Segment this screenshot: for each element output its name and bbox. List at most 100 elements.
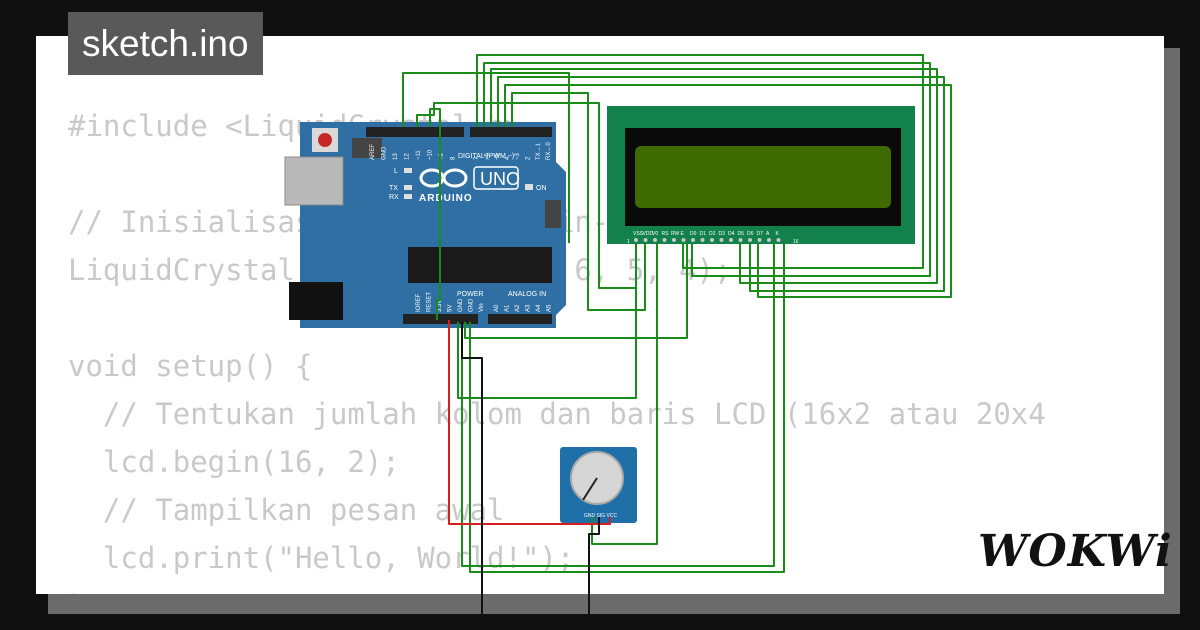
- lcd-pin-label: VSS: [633, 231, 644, 237]
- lcd-pin: [672, 238, 676, 242]
- wire: [504, 84, 952, 298]
- digital-pin-label: ~6: [484, 152, 490, 160]
- wire: [429, 108, 441, 320]
- atmega-chip-icon: [408, 247, 552, 283]
- lcd-pin-label: D7: [757, 231, 764, 237]
- digital-pin-label: RX←0: [546, 142, 552, 160]
- lcd-pin: [748, 238, 752, 242]
- power-pin-label: 3.3V: [437, 300, 443, 312]
- wire: [464, 243, 688, 339]
- lcd-pin-label: D2: [709, 231, 716, 237]
- power-pin-label: 5V: [448, 305, 454, 312]
- icsp-header-icon: [352, 138, 561, 228]
- pot-pin-labels: GND SIG VCC: [584, 513, 617, 519]
- digital-pin-label: ~9: [439, 152, 445, 160]
- code-line: void setup() {: [68, 349, 313, 383]
- digital-pin-label: ~11: [416, 150, 422, 160]
- lcd-pin: [700, 238, 705, 242]
- wire: [461, 322, 483, 630]
- lcd-pin-label: RW: [671, 231, 680, 237]
- lcd-pin: [710, 238, 714, 242]
- wire: [588, 517, 600, 630]
- wire: [511, 92, 646, 311]
- rx-led-label: RX: [389, 194, 399, 201]
- lcd-pin: [738, 238, 743, 242]
- tx-led-label: TX: [389, 185, 398, 192]
- wire: [457, 243, 637, 399]
- wire: [448, 320, 611, 525]
- lcd-pin: [776, 238, 781, 242]
- wire: [490, 68, 938, 284]
- power-pin-label: GND: [469, 298, 475, 312]
- digital-pin-label: 4: [505, 156, 511, 160]
- lcd-screen: [635, 146, 891, 208]
- lcd-pin-label: RS: [662, 231, 670, 237]
- lcd-pin-label: E: [681, 231, 685, 237]
- digital-pin-label: GND: [382, 146, 388, 160]
- lcd-pin-label: K: [776, 231, 780, 237]
- wire: [591, 243, 658, 545]
- reset-button-cap: [318, 133, 332, 147]
- analog-pin-label: A5: [547, 304, 553, 312]
- lcd-pin: [681, 238, 686, 242]
- code-line: lcd.print("Hello, World!");: [68, 541, 575, 575]
- power-pin-label: RESET: [427, 292, 433, 312]
- lcd-pin-label: V0: [652, 231, 658, 237]
- file-name-tab[interactable]: sketch.ino: [68, 12, 263, 75]
- lcd-last-pin-number: 16: [793, 239, 799, 245]
- on-led-icon: [525, 184, 533, 190]
- potentiometer[interactable]: GND SIG VCC: [560, 447, 637, 523]
- wire: [416, 102, 637, 289]
- lcd-pin: [757, 238, 762, 242]
- analog-header-label: ANALOG IN: [508, 291, 546, 298]
- lcd-pin-label: D1: [700, 231, 707, 237]
- lcd-first-pin-number: 1: [627, 239, 630, 245]
- arduino-infinity-logo-icon: [419, 168, 468, 188]
- digital-pin-label: ~10: [428, 149, 434, 160]
- board-brand-label: ARDUINO: [419, 193, 473, 204]
- power-header-label: POWER: [457, 291, 483, 298]
- wokwi-logo: WOKWi: [978, 526, 1173, 577]
- usb-port-icon: [284, 156, 344, 206]
- lcd-pin: [691, 238, 695, 242]
- digital-pin-label: 2: [526, 156, 532, 160]
- power-jack-icon: [289, 282, 343, 320]
- analog-pin-label: A0: [494, 304, 500, 312]
- wire: [402, 72, 570, 243]
- digital-header-label: DIGITAL (PWM ~): [458, 153, 514, 160]
- analog-pin-label: A3: [526, 304, 532, 312]
- lcd-pin: [767, 238, 771, 242]
- wire: [469, 243, 785, 573]
- digital-pin-label: 7: [474, 156, 480, 160]
- lcd-pin-label: A: [766, 231, 770, 237]
- uno-badge: [473, 166, 519, 190]
- wire: [497, 76, 945, 292]
- digital-header-left: [366, 127, 464, 137]
- lcd-pin-label: D5: [738, 231, 745, 237]
- tx-led-icon: [404, 185, 412, 190]
- lcd-pin-label: D3: [719, 231, 726, 237]
- lcd-pin-label: VDD: [643, 231, 654, 237]
- l-led-label: L: [394, 168, 398, 175]
- power-pin-label: IOREF: [416, 293, 422, 312]
- code-line: lcd.begin(16, 2);: [68, 445, 400, 479]
- lcd-pin: [662, 238, 667, 242]
- on-led-label: ON: [536, 185, 547, 192]
- wire: [483, 62, 931, 277]
- l-led-icon: [404, 168, 412, 173]
- lcd-pin: [634, 238, 638, 242]
- digital-pin-label: 8: [451, 156, 457, 160]
- digital-pin-label: TX→1: [536, 142, 542, 160]
- lcd-pin: [643, 238, 648, 242]
- power-pin-label: GND: [458, 298, 464, 312]
- digital-pin-label: ~5: [495, 152, 501, 160]
- analog-pin-label: A2: [515, 304, 521, 312]
- lcd-pin: [729, 238, 733, 242]
